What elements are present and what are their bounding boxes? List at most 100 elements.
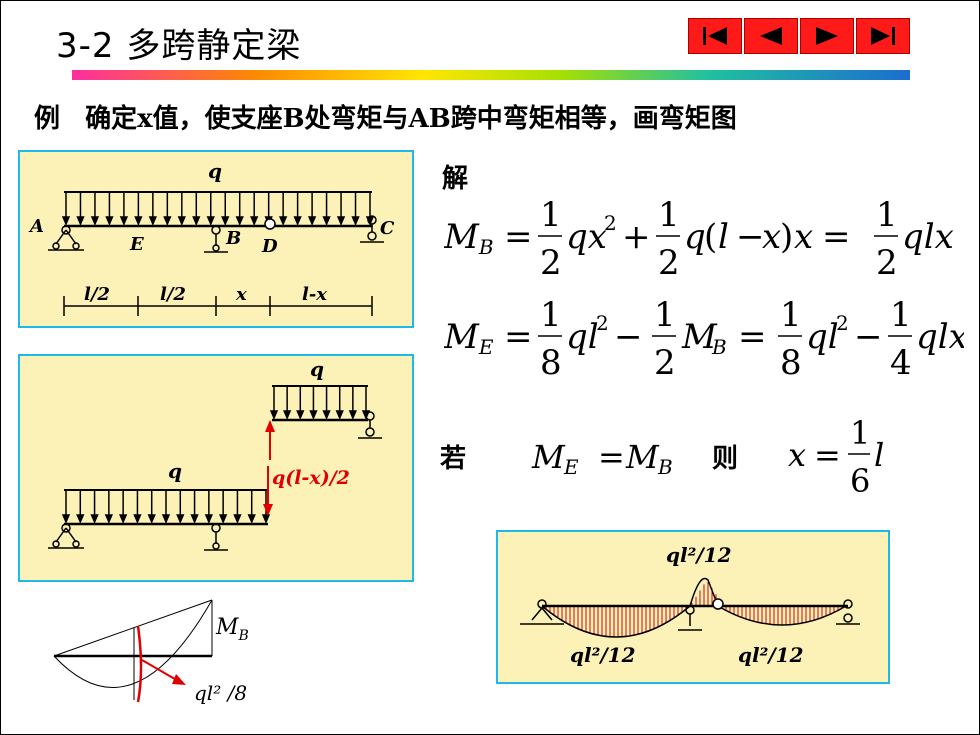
svg-text:l: l xyxy=(718,217,729,257)
reaction-label: q(l-x)/2 xyxy=(272,467,350,489)
moment-left-label: ql²/12 xyxy=(570,643,636,667)
mb-label: MB xyxy=(215,615,249,644)
svg-text:B: B xyxy=(657,455,673,479)
decomposed-beam-diagram: q q(l-x)/2 q xyxy=(48,357,382,551)
point-b-label: B xyxy=(225,228,241,249)
moment-diagram-panel: ql²/12 ql²/12 ql²/12 xyxy=(496,530,890,684)
svg-text:M: M xyxy=(531,438,566,476)
hinge-d xyxy=(264,218,276,230)
svg-text:2: 2 xyxy=(596,311,609,335)
result-x: x = 16 l xyxy=(788,414,884,500)
svg-text:+: + xyxy=(622,217,651,257)
dim-l2-first: l/2 xyxy=(84,284,110,305)
svg-text:M: M xyxy=(681,317,718,357)
moment-right-label: ql²/12 xyxy=(738,643,804,667)
svg-text:2: 2 xyxy=(658,243,680,283)
load-label: q xyxy=(208,159,222,183)
condition-then: 则 xyxy=(712,444,739,474)
ql2-over-8-label: ql² /8 xyxy=(194,681,247,705)
triangle-left-icon xyxy=(760,27,782,45)
svg-text:x: x xyxy=(788,436,806,474)
beam-diagram-panel: q A E B D C l/2 l/2 x l-x xyxy=(18,150,414,328)
svg-text:2: 2 xyxy=(836,311,849,335)
svg-text:B: B xyxy=(711,335,727,359)
upper-support xyxy=(358,411,382,439)
first-slide-button[interactable] xyxy=(688,18,742,54)
svg-text:1: 1 xyxy=(654,295,676,335)
svg-text:1: 1 xyxy=(890,295,912,335)
svg-text:x: x xyxy=(762,217,781,257)
solution-heading: 解 xyxy=(442,164,469,194)
dim-l-minus-x: l-x xyxy=(302,284,327,305)
svg-text:1: 1 xyxy=(540,295,562,335)
svg-text:2: 2 xyxy=(540,243,562,283)
svg-text:1: 1 xyxy=(850,414,870,452)
skip-forward-icon xyxy=(871,27,895,45)
svg-text:qlx: qlx xyxy=(916,317,964,357)
slide-navigation xyxy=(688,18,910,54)
skip-back-icon xyxy=(703,27,727,45)
next-slide-button[interactable] xyxy=(800,18,854,54)
svg-text:=: = xyxy=(814,436,841,474)
last-slide-button[interactable] xyxy=(856,18,910,54)
title-gradient-rule xyxy=(72,70,910,80)
svg-text:1: 1 xyxy=(540,195,562,235)
support-a xyxy=(48,225,84,251)
prev-slide-button[interactable] xyxy=(744,18,798,54)
example-tag: 例 xyxy=(34,104,61,134)
svg-text:2: 2 xyxy=(876,243,898,283)
svg-text:qlx: qlx xyxy=(902,217,954,257)
svg-text:−: − xyxy=(736,217,765,257)
triangle-right-icon xyxy=(816,27,838,45)
moment-top-label: ql²/12 xyxy=(666,543,732,567)
svg-text:qx: qx xyxy=(566,217,607,257)
svg-text:8: 8 xyxy=(540,343,562,383)
dim-l2-second: l/2 xyxy=(160,284,186,305)
svg-text:=: = xyxy=(822,217,851,257)
point-e-label: E xyxy=(129,234,144,255)
point-c-label: C xyxy=(380,218,395,239)
slide-title: 3-2 多跨静定梁 xyxy=(56,26,302,66)
upper-load-label: q xyxy=(310,357,324,381)
support-b xyxy=(204,225,228,253)
svg-text:=: = xyxy=(504,317,533,357)
lower-support-a xyxy=(48,523,84,549)
point-a-label: A xyxy=(28,216,44,237)
svg-text:=: = xyxy=(738,317,767,357)
svg-text:E: E xyxy=(563,455,579,479)
svg-text:l: l xyxy=(874,436,884,474)
decomposed-beam-panel: q q(l-x)/2 q xyxy=(18,354,414,582)
support-c xyxy=(360,215,384,243)
svg-text:8: 8 xyxy=(780,343,802,383)
equation-mb: MB = 12 qx2 + 12 q(l−x)x = 12 qlx xyxy=(444,195,954,283)
svg-text:1: 1 xyxy=(780,295,802,335)
svg-text:−: − xyxy=(854,317,883,357)
svg-text:ME: ME xyxy=(444,317,494,359)
moment-diagram: ql²/12 ql²/12 ql²/12 xyxy=(520,543,860,667)
svg-text:ql: ql xyxy=(566,317,599,357)
svg-text:=: = xyxy=(504,217,533,257)
svg-text:(: ( xyxy=(704,217,717,257)
condition-if: 若 xyxy=(440,444,467,474)
dim-x: x xyxy=(235,284,247,305)
moment-sketch: MB ql² /8 xyxy=(53,599,249,705)
svg-text:): ) xyxy=(780,217,793,257)
svg-text:ql: ql xyxy=(806,317,839,357)
lower-load-label: q xyxy=(168,459,182,483)
svg-text:4: 4 xyxy=(890,343,912,383)
svg-text:M: M xyxy=(625,438,660,476)
svg-text:2: 2 xyxy=(654,343,676,383)
equation-me: ME = 18 ql2 − 12 MB = 18 ql2 − 14 qlx xyxy=(444,295,964,383)
lower-support-b xyxy=(204,523,228,551)
svg-text:MB: MB xyxy=(444,217,494,259)
point-d-label: D xyxy=(261,236,278,257)
svg-text:−: − xyxy=(614,317,643,357)
problem-statement: 例 确定x值，使支座B处弯矩与AB跨中弯矩相等，画弯矩图 xyxy=(34,98,737,135)
svg-text:x: x xyxy=(794,217,813,257)
svg-text:1: 1 xyxy=(658,195,680,235)
svg-text:=: = xyxy=(598,438,625,476)
svg-text:1: 1 xyxy=(876,195,898,235)
problem-text: 确定x值，使支座B处弯矩与AB跨中弯矩相等，画弯矩图 xyxy=(85,104,737,134)
svg-text:2: 2 xyxy=(604,211,617,235)
